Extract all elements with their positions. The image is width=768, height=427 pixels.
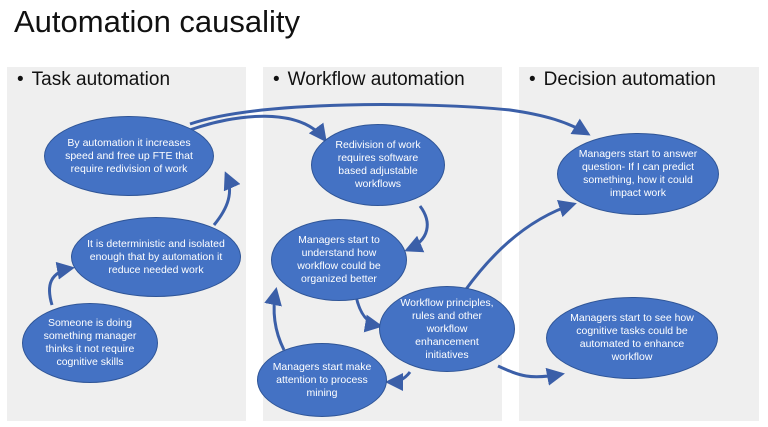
column-heading: •Task automation <box>17 69 171 90</box>
node-someone-doing: Someone is doing something manager think… <box>22 303 158 383</box>
column-heading-text: Decision automation <box>543 69 716 90</box>
arrow-principles-to-predict <box>462 199 577 293</box>
arrow-deterministic-to-speed <box>212 171 241 226</box>
arrow-redivision-to-understand <box>404 205 429 253</box>
node-redivision: Redivision of work requires software bas… <box>311 124 445 206</box>
node-cognitive: Managers start to see how cognitive task… <box>546 297 718 379</box>
node-principles: Workflow principles, rules and other wor… <box>379 286 515 372</box>
node-deterministic: It is deterministic and isolated enough … <box>71 217 241 297</box>
arrow-principles-to-attention <box>385 371 412 391</box>
node-understand: Managers start to understand how workflo… <box>271 219 407 301</box>
slide-title: Automation causality <box>14 4 301 39</box>
node-attention: Managers start make attention to process… <box>257 343 387 417</box>
arrow-principles-to-cognitive <box>497 364 565 386</box>
column-heading-text: Task automation <box>31 69 171 90</box>
arrow-someone-to-deterministic <box>48 261 75 306</box>
column-heading: •Decision automation <box>529 69 716 90</box>
column-heading: •Workflow automation <box>273 69 465 90</box>
node-speed-fte: By automation it increases speed and fre… <box>44 116 214 196</box>
column-heading-text: Workflow automation <box>287 69 465 90</box>
arrow-attention-to-understand <box>264 287 286 351</box>
arrow-speed-to-redivision <box>189 114 327 143</box>
node-predict: Managers start to answer question- If I … <box>557 133 719 215</box>
arrow-understand-to-principles <box>354 295 383 333</box>
arrow-speed-to-predict <box>189 103 591 136</box>
